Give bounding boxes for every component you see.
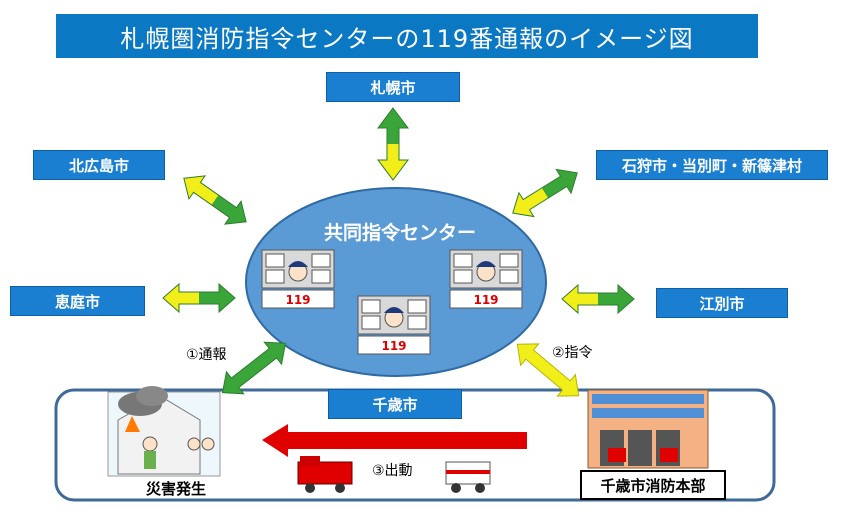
diagram-title: 札幌圏消防指令センターの119番通報のイメージ図 <box>56 14 758 58</box>
disaster-label: 災害発生 <box>145 480 206 498</box>
arrow-sapporo <box>377 107 409 181</box>
operator-console-left: 119 <box>261 249 335 309</box>
step-command-label: ②指令 <box>552 345 593 361</box>
console-number: 119 <box>473 293 498 307</box>
step-report-label: ①通報 <box>186 347 227 363</box>
arrow-ishikari <box>512 168 578 218</box>
fire-station-building <box>587 389 709 469</box>
arrow-ebetsu <box>561 283 635 315</box>
console-number: 119 <box>285 293 310 307</box>
arrow-eniwa <box>162 282 236 314</box>
arrow-report <box>221 341 287 395</box>
step-dispatch-label: ③出動 <box>372 463 413 479</box>
arrow-kitahiroshima <box>183 175 247 225</box>
operator-console-right: 119 <box>449 249 523 309</box>
console-number: 119 <box>381 339 406 353</box>
command-center-label: 共同指令センター <box>323 222 476 244</box>
city-sapporo: 札幌市 <box>326 72 460 102</box>
operator-console-bottom: 119 <box>357 295 431 355</box>
city-eniwa: 恵庭市 <box>10 286 145 316</box>
fire-hq-label: 千歳市消防本部 <box>580 470 726 500</box>
command-center-ellipse <box>245 187 547 377</box>
arrow-dispatch <box>262 424 527 457</box>
ambulance-icon <box>445 461 491 493</box>
city-kitahiroshima: 北広島市 <box>33 150 165 180</box>
city-ishikari: 石狩市・当別町・新篠津村 <box>596 150 828 180</box>
arrow-command <box>516 343 580 397</box>
city-ebetsu: 江別市 <box>656 288 788 318</box>
city-chitose: 千歳市 <box>328 389 462 419</box>
fire-truck-icon <box>297 456 353 493</box>
disaster-scene-illustration <box>107 386 221 477</box>
